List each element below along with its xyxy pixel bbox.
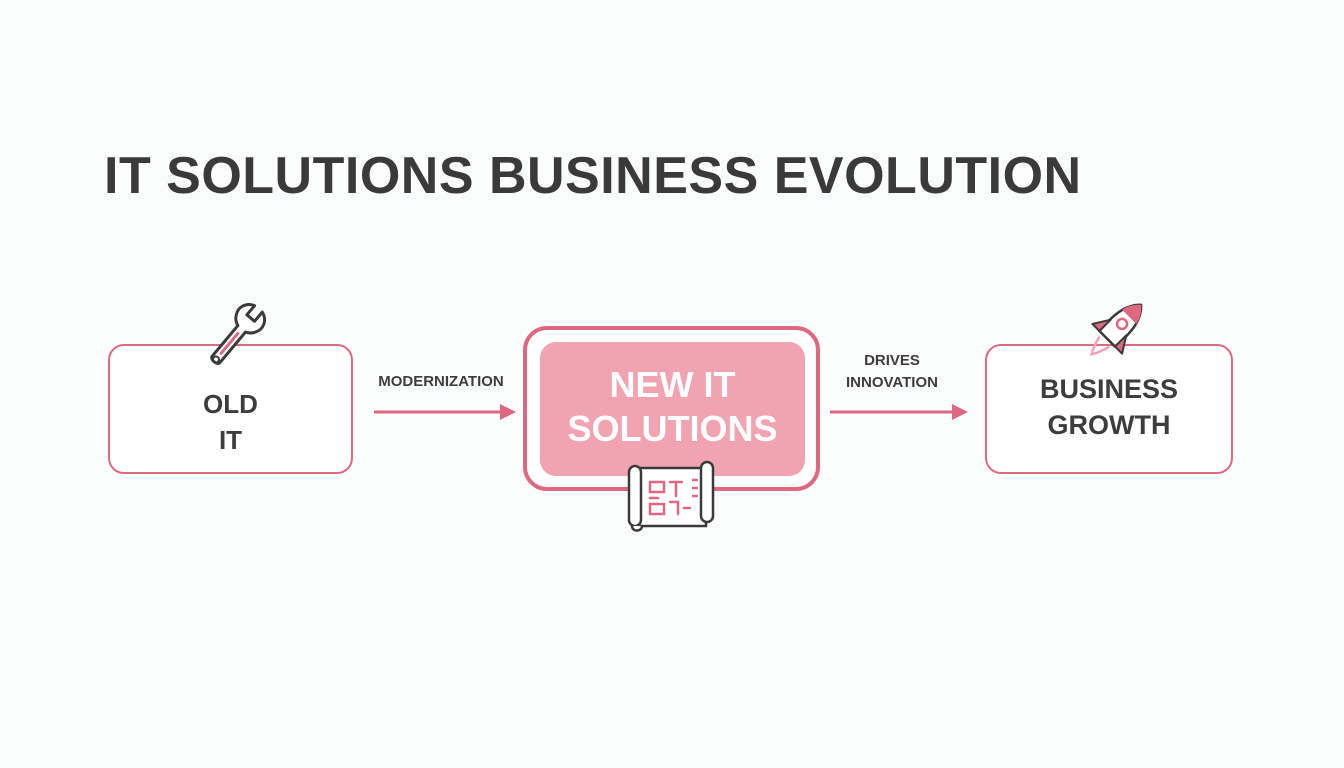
business-growth-label-line-2: GROWTH (1047, 410, 1171, 440)
old-it-node: OLD IT (108, 344, 353, 474)
arrow-old-to-new (374, 404, 516, 420)
edge-label-line-2: INNOVATION (846, 374, 938, 391)
page-title: IT SOLUTIONS BUSINESS EVOLUTION (104, 147, 1082, 205)
new-it-label-line-1: NEW IT (609, 364, 736, 405)
edge-label-drives-innovation: DRIVES INNOVATION (822, 350, 962, 394)
business-growth-label-line-1: BUSINESS (1039, 374, 1179, 404)
old-it-label-line-2: IT (218, 425, 243, 455)
business-growth-node: BUSINESS GROWTH (985, 344, 1233, 474)
edge-label-modernization: MODERNIZATION (378, 373, 504, 390)
rocket-icon (1090, 303, 1143, 356)
edge-label-line-1: DRIVES (864, 352, 920, 369)
new-it-node: NEW IT SOLUTIONS (540, 342, 805, 476)
wrench-icon (210, 303, 267, 365)
old-it-label-line-1: OLD (203, 389, 258, 419)
blueprint-icon (627, 460, 715, 532)
arrow-new-to-growth (830, 404, 968, 420)
new-it-label-line-2: SOLUTIONS (567, 408, 778, 449)
